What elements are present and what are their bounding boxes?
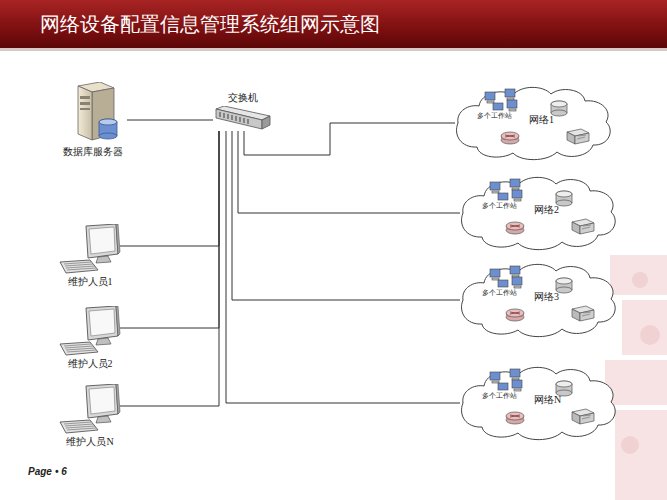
slide-title: 网络设备配置信息管理系统组网示意图 [40,11,380,38]
network-link [120,131,219,246]
cloud-contents [462,367,616,439]
network-name: 网络1 [529,114,554,126]
workstation-label: 多个工作站 [482,392,517,400]
network-link [244,123,455,155]
network-cloud: 多个工作站 网络1 [455,84,615,162]
network-link [232,131,460,300]
cloud-contents [457,87,611,159]
workstation-icon [60,306,120,355]
switch-node: 交换机 [213,92,273,131]
network-name: 网络3 [534,291,559,303]
node-label: 维护人员2 [60,358,120,370]
node-label: 维护人员1 [60,276,120,288]
title-bar [0,0,667,48]
workstation-label: 多个工作站 [482,202,517,210]
workstation-label: 多个工作站 [477,112,512,120]
network-link [226,131,460,403]
cloud-contents [462,177,616,249]
network-link [120,131,219,328]
network-link [238,131,460,213]
network-name: 网络N [534,394,561,406]
workstation-icon [60,224,120,273]
corner-decoration [605,255,667,500]
cloud-contents [462,264,616,336]
workstation-label: 多个工作站 [482,289,517,297]
network-link [127,120,213,121]
page-footer: • 6 [55,466,67,477]
node-label: 交换机 [213,92,273,104]
network-link [120,131,219,406]
page-footer: Page [28,466,52,477]
maintainer-node: 维护人员2 [60,306,120,370]
maintainer-node: 维护人员1 [60,224,120,288]
maintainer-node: 维护人员N [60,384,120,448]
server-icon [78,82,117,140]
network-cloud: 多个工作站 网络2 [460,174,620,252]
server-node: 数据库服务器 [59,80,127,158]
title-rule [0,48,667,51]
node-label: 维护人员N [60,436,120,448]
switch-icon [216,106,270,129]
network-name: 网络2 [534,204,559,216]
node-label: 数据库服务器 [59,146,127,158]
network-cloud: 多个工作站 网络N [460,364,620,442]
workstation-icon [60,384,120,433]
network-cloud: 多个工作站 网络3 [460,261,620,339]
